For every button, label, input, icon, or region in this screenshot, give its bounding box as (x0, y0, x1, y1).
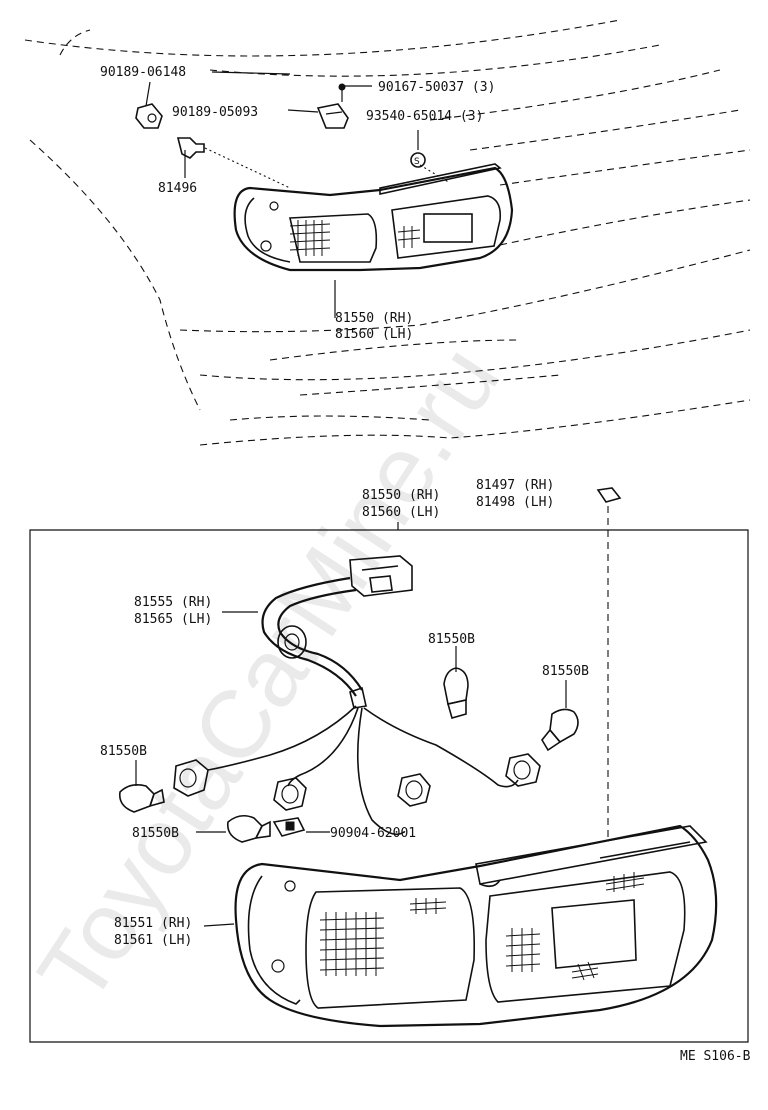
pin-81496 (176, 137, 205, 159)
callout-81496: 81496 (158, 181, 197, 196)
callout-90189-05093: 90189-05093 (172, 105, 258, 120)
callout-90167-50037: 90167-50037 (3) (378, 80, 495, 95)
wiring-connector (349, 555, 413, 597)
leader-lines-bottom (135, 611, 567, 927)
callout-81550-rh-top: 81550 (RH) (335, 311, 413, 326)
bulb-81550b-top (443, 667, 469, 719)
bulb-81550b-lower (226, 814, 271, 843)
callout-81550b-left: 81550B (100, 744, 147, 759)
callout-81561-lh: 81561 (LH) (114, 933, 192, 948)
clip-90189-06148 (135, 103, 163, 129)
screw-90167-50037 (338, 83, 346, 102)
socket-harness-81555 (207, 576, 519, 836)
nut-clip-90189-05093 (316, 103, 349, 129)
vehicle-body-outline (24, 19, 751, 446)
svg-text:S: S (414, 157, 420, 167)
bulb-81550b-right (541, 708, 579, 752)
lamp-lens-81551 (234, 824, 718, 1028)
callout-81560-lh-top: 81560 (LH) (335, 327, 413, 342)
socket-center-right (397, 773, 431, 807)
socket-right (505, 753, 541, 787)
callout-81555-rh: 81555 (RH) (134, 595, 212, 610)
callout-81550b-lower: 81550B (132, 826, 179, 841)
callout-81550-rh-box: 81550 (RH) (362, 488, 440, 503)
washer-93540-65014: S (410, 152, 426, 168)
socket-left (173, 759, 209, 797)
callout-81498-lh: 81498 (LH) (476, 495, 554, 510)
socket-center-left (273, 777, 307, 811)
callout-81550b-top: 81550B (428, 632, 475, 647)
callout-81565-lh: 81565 (LH) (134, 612, 212, 627)
callout-93540-65014: 93540-65014 (3) (366, 109, 483, 124)
callout-90904-62001: 90904-62001 (330, 826, 416, 841)
callout-81551-rh: 81551 (RH) (114, 916, 192, 931)
callout-90189-06148: 90189-06148 (100, 65, 186, 80)
bulb-81550b-left (118, 784, 165, 813)
exploded-view-frame (29, 522, 749, 1043)
callout-81550b-right: 81550B (542, 664, 589, 679)
watermark: ToyotaCarMine.ru (18, 328, 520, 1022)
callout-81560-lh-box: 81560 (LH) (362, 505, 440, 520)
callout-81497-rh: 81497 (RH) (476, 478, 554, 493)
lamp-assembly-upper (233, 163, 514, 272)
wedge-bulb-90904-62001 (272, 817, 306, 837)
diagram-code: ME S106-B (680, 1049, 751, 1064)
clip-81497 (596, 487, 622, 503)
